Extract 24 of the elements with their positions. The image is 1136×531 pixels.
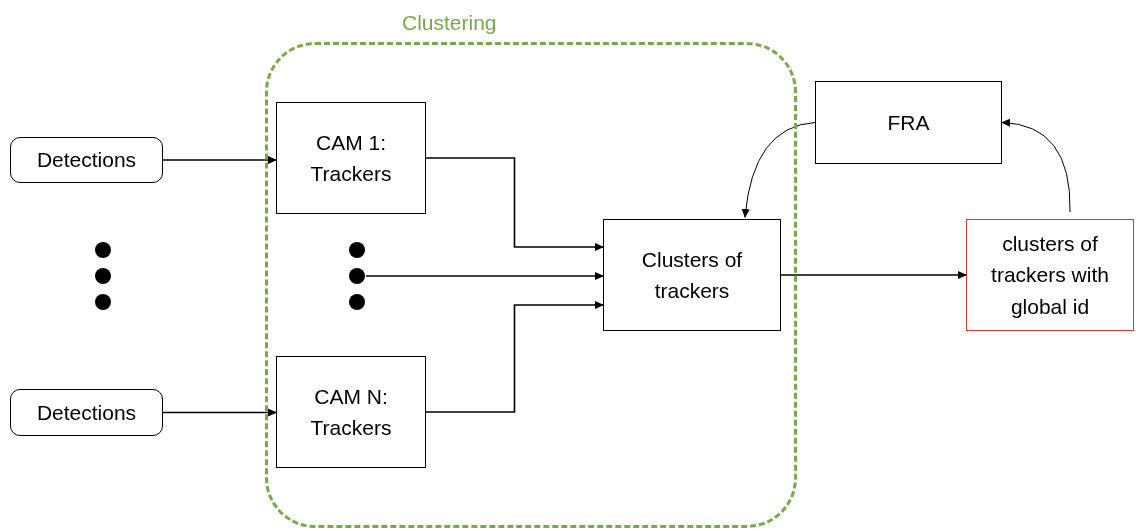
ellipsis-dots-icon [348, 241, 366, 311]
node-label: Clusters of trackers [640, 246, 744, 304]
process-box [815, 81, 1002, 164]
arrow [425, 157, 604, 251]
process-box [966, 219, 1134, 331]
arrow [162, 156, 277, 164]
group-title: Clustering [402, 11, 497, 35]
process-box [276, 102, 426, 214]
arrow [162, 408, 277, 417]
node-label: CAM N: Trackers [309, 383, 393, 441]
node-label: CAM 1: Trackers [309, 129, 393, 187]
arrow [780, 271, 967, 279]
process-box [276, 356, 426, 468]
node-label: Detections [35, 147, 138, 174]
rounded-box [10, 389, 163, 436]
arrow [365, 272, 604, 280]
curved-arrow [1001, 119, 1071, 213]
node-label: Detections [35, 399, 138, 426]
node-label: clusters of trackers with global id [990, 230, 1110, 320]
node-label: FRA [886, 109, 931, 136]
curved-arrow [741, 122, 816, 218]
rounded-box [10, 137, 163, 183]
process-box [603, 219, 781, 331]
arrow [425, 301, 604, 413]
